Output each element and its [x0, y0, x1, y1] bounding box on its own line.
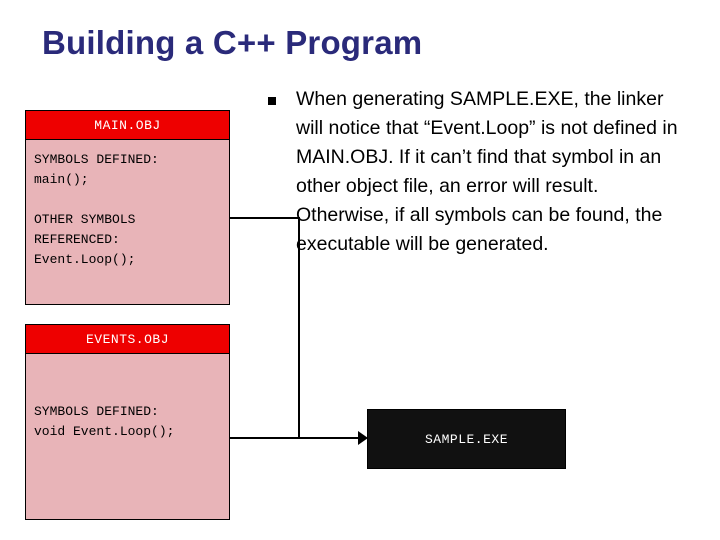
events-obj-line: void Event.Loop(); [34, 424, 175, 439]
events-obj-header: EVENTS.OBJ [25, 324, 230, 354]
spacer [34, 190, 221, 210]
connector-line-vertical [298, 217, 300, 439]
page-title: Building a C++ Program [42, 24, 423, 61]
main-obj-body: SYMBOLS DEFINED: main(); OTHER SYMBOLS R… [25, 140, 230, 305]
main-obj-line: OTHER SYMBOLS [34, 212, 136, 227]
events-obj-body: SYMBOLS DEFINED: void Event.Loop(); [25, 354, 230, 520]
main-obj-header: MAIN.OBJ [25, 110, 230, 140]
connector-line-exe [298, 437, 360, 439]
main-obj-line: REFERENCED: [34, 232, 120, 247]
bullet-square-icon [268, 97, 276, 105]
main-obj-line: Event.Loop(); [34, 252, 136, 267]
main-obj-line: SYMBOLS DEFINED: [34, 152, 159, 167]
connector-line-events [230, 437, 300, 439]
events-obj-line: SYMBOLS DEFINED: [34, 404, 159, 419]
arrow-head-icon [358, 431, 368, 445]
bullet-text: When generating SAMPLE.EXE, the linker w… [296, 88, 678, 255]
executable-box: SAMPLE.EXE [367, 409, 566, 469]
connector-line-main [230, 217, 300, 219]
main-obj-line: main(); [34, 172, 89, 187]
